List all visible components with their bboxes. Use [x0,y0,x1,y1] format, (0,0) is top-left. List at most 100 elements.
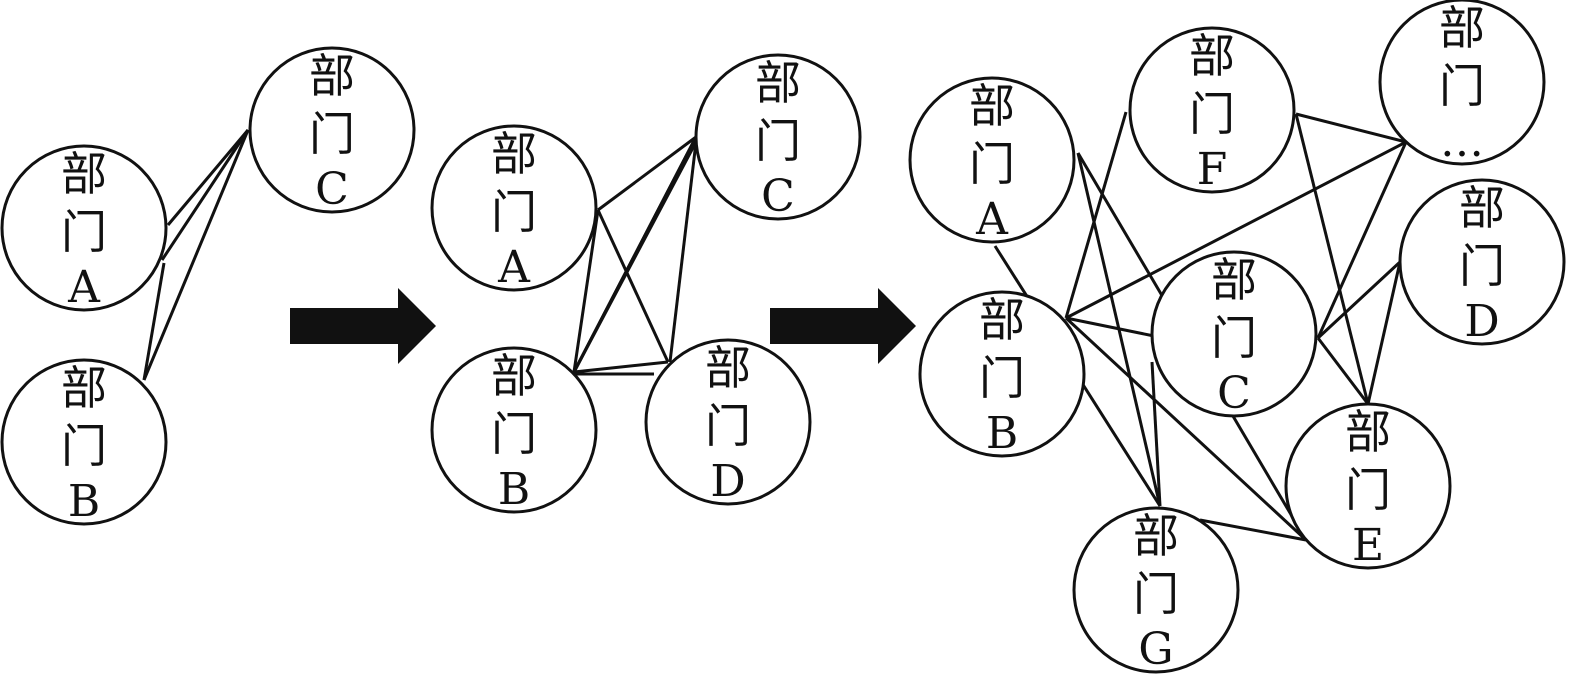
node-circle [1398,178,1566,346]
node-circle [1072,506,1240,674]
node-char-2: 门 [1439,59,1485,113]
connection-line [142,129,250,381]
connection-line [596,209,670,363]
node-circle [430,346,598,514]
connection-line [668,141,698,363]
department-node-A: 部门A [430,124,598,293]
node-char-2: 门 [969,137,1015,191]
node-char-2: 门 [705,399,751,453]
node-char-1: 部 [491,127,537,181]
node-char-1: 部 [309,49,355,103]
connection-line [142,262,166,381]
node-char-2: 门 [61,419,107,473]
node-circle [1128,26,1296,194]
department-node-…: 部门… [1378,0,1546,167]
department-nodes: 部门A部门B部门C部门A部门B部门C部门D部门A部门B部门F部门…部门C部门D部… [0,0,1566,675]
connection-line [1316,141,1408,339]
department-node-C: 部门C [694,53,862,222]
node-circle [694,53,862,221]
node-char-1: 部 [1211,253,1257,307]
node-circle [0,144,168,312]
node-circle [908,76,1076,244]
connection-line [1316,260,1402,340]
node-char-1: 部 [755,56,801,110]
node-char-2: 门 [1345,463,1391,517]
node-char-1: 部 [1459,181,1505,235]
node-letter: F [1197,144,1228,195]
department-node-C: 部门C [1150,250,1318,419]
node-char-2: 门 [1189,87,1235,141]
node-letter: A [67,262,101,313]
node-char-1: 部 [1133,509,1179,563]
node-letter: B [498,464,530,515]
connection-line [1064,111,1128,319]
node-char-1: 部 [1345,405,1391,459]
connection-line [572,209,600,373]
node-letter: C [761,171,795,222]
node-letter: C [315,164,349,215]
connection-line [1065,316,1155,338]
node-char-1: 部 [491,349,537,403]
node-circle [1150,250,1318,418]
node-letter: E [1352,520,1384,571]
node-letter: C [1217,368,1251,419]
connection-line [166,129,250,226]
node-char-2: 门 [1459,239,1505,293]
node-char-2: 门 [61,205,107,259]
right-arrow-icon [770,288,916,364]
node-char-1: 部 [969,79,1015,133]
connection-line [1316,337,1370,405]
node-char-2: 门 [755,114,801,168]
connection-line [160,129,250,261]
department-node-A: 部门A [0,144,168,313]
progress-arrows [290,288,916,364]
right-arrow-icon [290,288,436,364]
node-letter: A [975,194,1009,245]
connection-line [1150,361,1162,507]
connection-line [1294,113,1370,405]
connection-line [1199,518,1307,542]
node-circle [1284,402,1452,570]
node-letter: A [497,242,531,293]
department-node-G: 部门G [1072,506,1240,675]
node-circle [248,46,416,214]
node-char-1: 部 [979,293,1025,347]
department-node-B: 部门B [0,358,168,527]
department-node-F: 部门F [1128,26,1296,195]
node-char-2: 门 [1133,567,1179,621]
node-letter: D [1464,296,1499,347]
connection-line [597,135,697,212]
node-circle [644,338,812,506]
node-char-1: 部 [705,341,751,395]
node-letter: G [1138,624,1173,675]
connection-line [1366,261,1402,405]
node-letter: D [710,456,745,507]
node-char-2: 门 [979,351,1025,405]
connection-line [572,141,698,373]
node-char-1: 部 [61,361,107,415]
connection-line [1295,112,1407,144]
department-node-E: 部门E [1284,402,1452,571]
node-char-1: 部 [61,147,107,201]
connection-line [1064,316,1308,542]
department-node-B: 部门B [918,290,1086,459]
connection-lines [142,111,1408,542]
department-node-C: 部门C [248,46,416,215]
node-circle [918,290,1086,458]
node-letter: … [1440,116,1484,167]
node-char-2: 门 [309,107,355,161]
department-node-D: 部门D [1398,178,1566,347]
node-circle [430,124,598,292]
node-char-1: 部 [1439,1,1485,55]
node-char-2: 门 [491,185,537,239]
department-node-D: 部门D [644,338,812,507]
node-letter: B [68,476,100,527]
connection-line [573,360,669,374]
connection-line [1065,140,1407,320]
node-char-1: 部 [1189,29,1235,83]
department-node-B: 部门B [430,346,598,515]
node-circle [1378,0,1546,166]
node-circle [0,358,168,526]
